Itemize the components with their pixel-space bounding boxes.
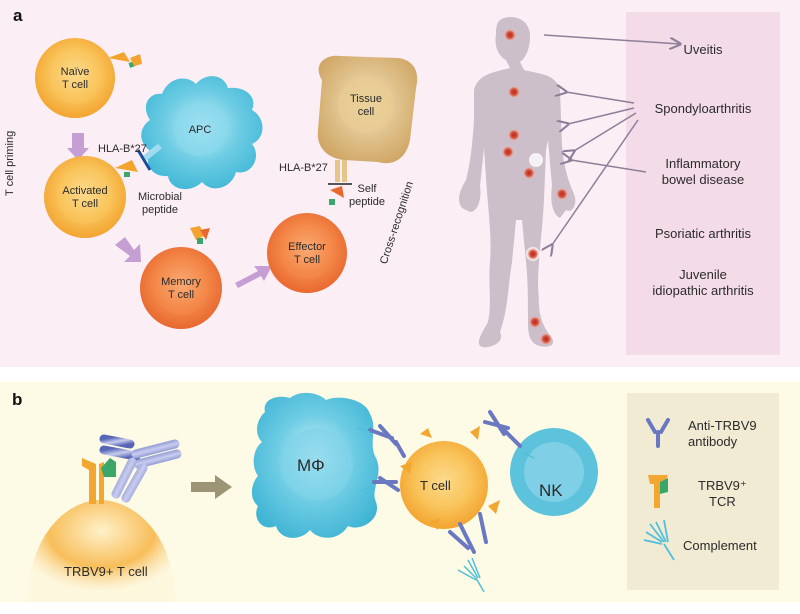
anti-trbv9-antibody-large (99, 434, 182, 503)
naive-t-cell (35, 38, 142, 118)
activated-t-cell-label: Activated T cell (62, 185, 108, 210)
apc-cell (136, 76, 263, 190)
memory-to-effector-arrow (235, 266, 272, 288)
legend-antibody-icon (646, 418, 670, 448)
pointer-uveitis (543, 34, 680, 44)
hla-b27-apc-label: HLA-B*27 (98, 143, 147, 155)
disease-jia: Juvenile idiopathic arthritis (652, 267, 754, 298)
memory-t-cell (140, 226, 222, 329)
lesion-eye (504, 29, 516, 41)
memory-t-cell-label: Memory T cell (161, 276, 201, 301)
disease-pointers (543, 34, 680, 245)
panel-letter-a: a (13, 6, 23, 25)
lesion-spine-upper (508, 86, 520, 98)
hla-b27-tissue-label: HLA-B*27 (279, 162, 328, 174)
t-cell-label: T cell (420, 478, 451, 493)
self-peptide-label: Self peptide (348, 183, 386, 208)
panel-a: a T cell priming Naïve T cell Activated … (0, 0, 800, 367)
nk-cell (510, 428, 598, 516)
disease-spondyloarthritis: Spondyloarthritis (654, 101, 752, 116)
panel-b-illustration (28, 392, 779, 602)
tissue-cell (317, 55, 418, 185)
panel-letter-b: b (12, 390, 23, 409)
panel-a-illustration (35, 12, 780, 355)
activated-t-cell (44, 156, 138, 238)
lesion-sacroiliac (502, 146, 514, 158)
t-cell-priming-label: T cell priming (4, 130, 16, 196)
lesion-ankle (529, 316, 541, 328)
microbial-peptide-label: Microbial peptide (137, 191, 182, 216)
bound-antibodies (368, 410, 522, 554)
legend-complement-icon (643, 519, 675, 561)
disease-box (626, 12, 780, 355)
panel-b: b TRBV9+ T cell MΦ T cell NK Anti-TRBV9 … (0, 382, 800, 602)
lesion-spine-lower (508, 129, 520, 141)
human-body-silhouette (459, 16, 576, 348)
disease-uveitis: Uveitis (683, 42, 723, 57)
disease-ibd: Inflammatory bowel disease (661, 156, 745, 187)
legend-tcr-icon (648, 475, 668, 508)
priming-arrow (67, 133, 89, 160)
pointer-ibd (571, 160, 647, 173)
lesion-hip (523, 167, 535, 179)
lesion-foot (540, 333, 552, 345)
apc-label: APC (188, 124, 212, 136)
trbv9-t-cell-label: TRBV9+ T cell (64, 564, 148, 579)
legend-complement-label: Complement (683, 538, 757, 553)
lesion-knee (527, 248, 539, 260)
effector-t-cell-label: Effector T cell (288, 241, 326, 266)
complement-cascade (355, 427, 535, 593)
effector-t-cell (267, 186, 347, 293)
legend-tcr-label: TRBV9⁺ TCR (698, 478, 747, 509)
lesion-wrist (556, 188, 568, 200)
trbv9-t-cell (28, 458, 175, 602)
nk-label: NK (539, 481, 563, 500)
bound-tcrs (400, 426, 500, 530)
legend-antibody-label: Anti-TRBV9 antibody (688, 418, 757, 449)
tissue-cell-label: Tissue cell (350, 93, 382, 118)
macrophage-cell (251, 392, 379, 538)
macrophage-label: MΦ (297, 456, 325, 475)
naive-t-cell-label: Naïve T cell (60, 66, 90, 91)
activation-to-memory-arrow (115, 237, 141, 262)
treatment-arrow (191, 475, 232, 499)
central-t-cell (400, 441, 488, 529)
inflammation-lesions (502, 29, 568, 345)
disease-psoriatic-arthritis: Psoriatic arthritis (654, 226, 752, 241)
